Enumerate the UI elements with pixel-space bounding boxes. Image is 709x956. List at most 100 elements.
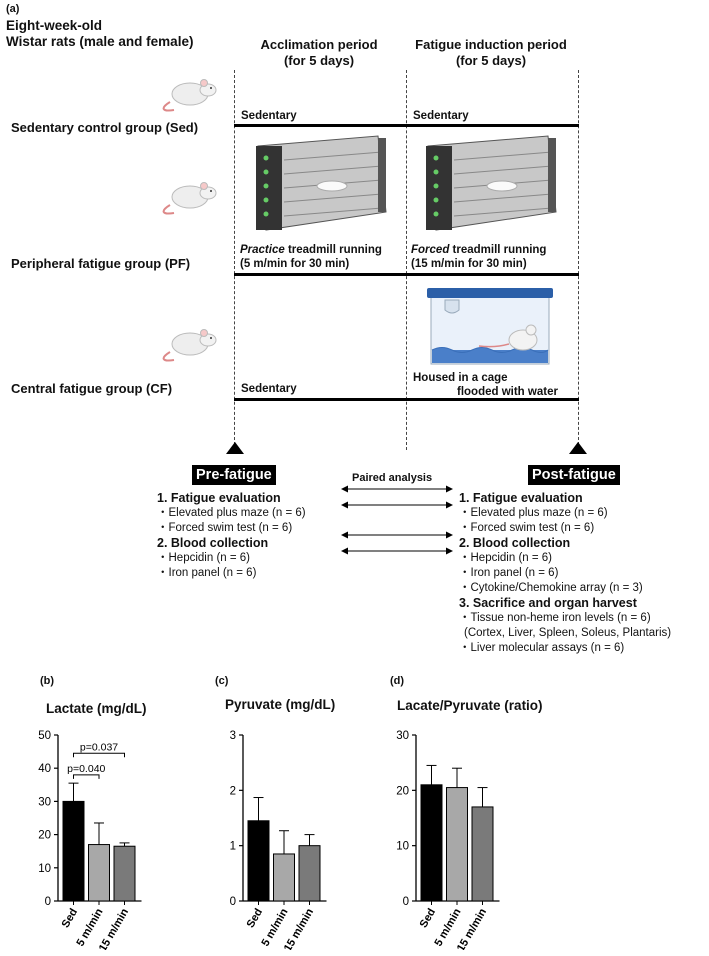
rat-icon-pf [162, 182, 217, 215]
y-tick-label: 20 [38, 830, 51, 842]
y-tick-label: 1 [230, 841, 236, 853]
post-list-item: (Cortex, Liver, Spleen, Soleus, Plantari… [464, 627, 672, 639]
bar-sed [247, 820, 270, 902]
y-tick-label: 3 [230, 730, 236, 742]
paired-analysis-label: Paired analysis [352, 472, 433, 484]
rat-icon-cf [162, 329, 217, 362]
panel-label-b: (b) [40, 675, 55, 687]
cf-timeline-bar [234, 398, 579, 401]
pre-list-item: ・Hepcidin (n = 6) [157, 552, 250, 564]
post-triangle-icon [569, 442, 587, 454]
y-tick-label: 30 [396, 730, 409, 742]
fatigue-line2: (for 5 days) [455, 53, 527, 68]
y-tick-label: 30 [38, 796, 51, 808]
post-fatigue-tag: Post-fatigue [528, 465, 620, 485]
pre-list-item: ・Forced swim test (n = 6) [157, 522, 293, 534]
treadmill-icon-fatigue [426, 135, 557, 231]
p-value-label: p=0.040 [67, 763, 105, 775]
bar-5-m-min [88, 844, 110, 902]
housed-line1: Housed in a cage [413, 372, 508, 384]
pre-list-heading-1: 1. Fatigue evaluation [157, 491, 281, 505]
practice-label: Practice treadmill running (5 m/min for … [240, 243, 382, 271]
cf-sedentary-label: Sedentary [241, 383, 297, 395]
sed-fatigue-label: Sedentary [413, 110, 469, 122]
post-list-item: ・Tissue non-heme iron levels (n = 6) [459, 612, 651, 624]
treadmill-icon-acclimation [256, 135, 387, 231]
significance-bracket [73, 774, 100, 779]
bar-sed [420, 784, 443, 902]
divider-mid [406, 70, 407, 450]
post-list-heading-1: 1. Fatigue evaluation [459, 491, 583, 505]
panel-label-c: (c) [215, 675, 229, 687]
practice-line2: (5 m/min for 30 min) [240, 258, 350, 270]
housed-line2: flooded with water [457, 386, 558, 398]
forced-rest: treadmill running [449, 244, 547, 256]
forced-label: Forced treadmill running (15 m/min for 3… [411, 243, 546, 271]
fatigue-header: Fatigue induction period (for 5 days) [405, 37, 577, 69]
y-tick-label: 0 [45, 896, 51, 908]
bar-15-m-min [471, 806, 494, 902]
chart-title-pyruvate: Pyruvate (mg/dL) [225, 697, 336, 712]
panel-label-d: (d) [390, 675, 405, 687]
paired-arrows [341, 485, 453, 555]
post-list-item: ・Elevated plus maze (n = 6) [459, 507, 608, 519]
acclimation-line2: (for 5 days) [283, 53, 355, 68]
x-tick-label: Sed [418, 907, 438, 930]
fatigue-line1: Fatigue induction period [415, 37, 567, 52]
y-tick-label: 0 [403, 896, 409, 908]
acclimation-line1: Acclimation period [260, 37, 378, 52]
chart-title-lactate: Lactate (mg/dL) [46, 701, 147, 716]
bar-15-m-min [298, 845, 321, 902]
x-tick-label: Sed [245, 907, 265, 930]
group-cf-label: Central fatigue group (CF) [11, 381, 173, 396]
rats-heading-line1: Eight-week-old [6, 18, 103, 33]
sed-timeline-bar [234, 124, 579, 127]
bar-sed [62, 800, 85, 902]
forced-line2: (15 m/min for 30 min) [411, 258, 527, 270]
bar-5-m-min [273, 853, 295, 902]
pre-list-item: ・Iron panel (n = 6) [157, 567, 257, 579]
post-list-item: ・Liver molecular assays (n = 6) [459, 642, 625, 654]
y-tick-label: 10 [396, 841, 409, 853]
cage-icon [427, 288, 553, 365]
bar-5-m-min [446, 787, 468, 902]
sed-acclimation-label: Sedentary [241, 110, 297, 122]
y-tick-label: 0 [230, 896, 236, 908]
divider-start [234, 70, 235, 450]
rat-icon-sed [162, 79, 217, 112]
post-list-item: ・Forced swim test (n = 6) [459, 522, 595, 534]
post-list-item: ・Hepcidin (n = 6) [459, 552, 552, 564]
forced-em: Forced [411, 244, 450, 256]
y-tick-label: 50 [38, 730, 51, 742]
chart-title-ratio: Lacate/Pyruvate (ratio) [397, 698, 543, 713]
y-tick-label: 40 [38, 763, 51, 775]
housed-label: Housed in a cage flooded with water [413, 371, 558, 399]
acclimation-header: Acclimation period (for 5 days) [234, 37, 404, 69]
significance-bracket [73, 752, 125, 758]
y-tick-label: 10 [38, 863, 51, 875]
pre-fatigue-list: 1. Fatigue evaluation ・Elevated plus maz… [157, 491, 306, 581]
p-value-label: p=0.037 [80, 741, 118, 753]
rats-heading-line2: Wistar rats (male and female) [6, 34, 194, 49]
practice-rest: treadmill running [284, 244, 382, 256]
post-list-item: ・Cytokine/Chemokine array (n = 3) [459, 582, 643, 594]
y-tick-label: 2 [230, 785, 236, 797]
pre-list-heading-2: 2. Blood collection [157, 536, 269, 550]
group-sed-label: Sedentary control group (Sed) [11, 120, 199, 135]
practice-em: Practice [240, 244, 285, 256]
rats-heading: Eight-week-old Wistar rats (male and fem… [6, 18, 193, 50]
pf-timeline-bar [234, 273, 579, 276]
bar-15-m-min [113, 845, 136, 902]
divider-end [578, 70, 579, 450]
post-fatigue-list: 1. Fatigue evaluation ・Elevated plus maz… [459, 491, 671, 656]
pre-triangle-icon [226, 442, 244, 454]
x-tick-label: Sed [60, 907, 80, 930]
group-pf-label: Peripheral fatigue group (PF) [11, 256, 191, 271]
pre-fatigue-tag: Pre-fatigue [192, 465, 276, 485]
post-list-item: ・Iron panel (n = 6) [459, 567, 559, 579]
y-tick-label: 20 [396, 785, 409, 797]
pre-list-item: ・Elevated plus maze (n = 6) [157, 507, 306, 519]
